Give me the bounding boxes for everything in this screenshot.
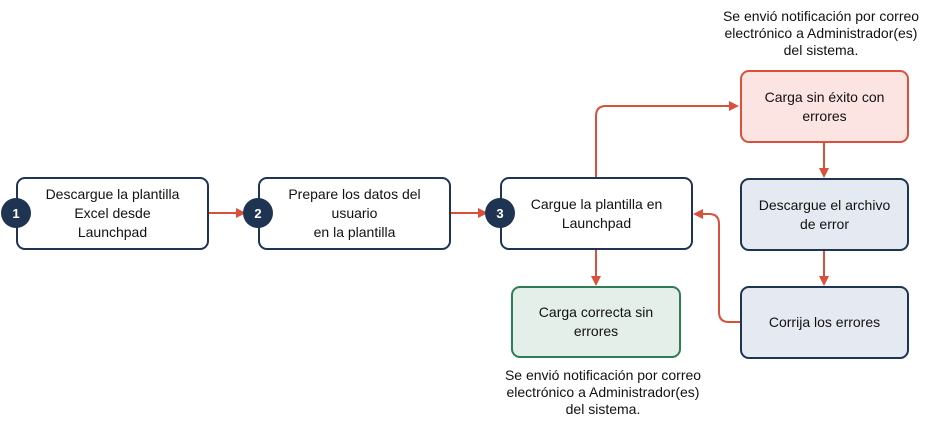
upload-success-box: Carga correcta sin errores: [511, 286, 681, 358]
step-number-1-badge: 1: [1, 198, 31, 228]
arrow-fix-to-step3: [693, 209, 741, 323]
step-download-template: Descargue la plantilla Excel desde Launc…: [16, 177, 209, 250]
upload-success-label: Carga correcta sin errores: [538, 304, 654, 339]
step-number-3-badge: 3: [485, 198, 515, 228]
failure-notification-note: Se envió notificación por correo electró…: [722, 8, 920, 58]
step-prepare-data: Prepare los datos del usuario en la plan…: [258, 177, 451, 250]
fix-errors-label: Corrija los errores: [768, 314, 881, 330]
download-error-file-label: Descargue el archivo de error: [758, 196, 891, 232]
download-error-file-box: Descargue el archivo de error: [740, 178, 909, 251]
upload-failed-box: Carga sin éxito con errores: [740, 70, 909, 143]
step-upload-template-label: Cargue la plantilla en Launchpad: [530, 195, 663, 231]
upload-failed-label: Carga sin éxito con errores: [764, 88, 885, 124]
step-number-2-badge: 2: [243, 198, 273, 228]
arrow-step3-to-failure: [595, 101, 739, 178]
step-download-template-label: Descargue la plantilla Excel desde Launc…: [45, 186, 180, 240]
success-notification-note: Se envió notificación por correo electró…: [504, 367, 702, 417]
fix-errors-box: Corrija los errores: [740, 286, 909, 359]
step-prepare-data-label: Prepare los datos del usuario en la plan…: [288, 186, 421, 240]
step-upload-template: Cargue la plantilla en Launchpad: [500, 177, 693, 250]
